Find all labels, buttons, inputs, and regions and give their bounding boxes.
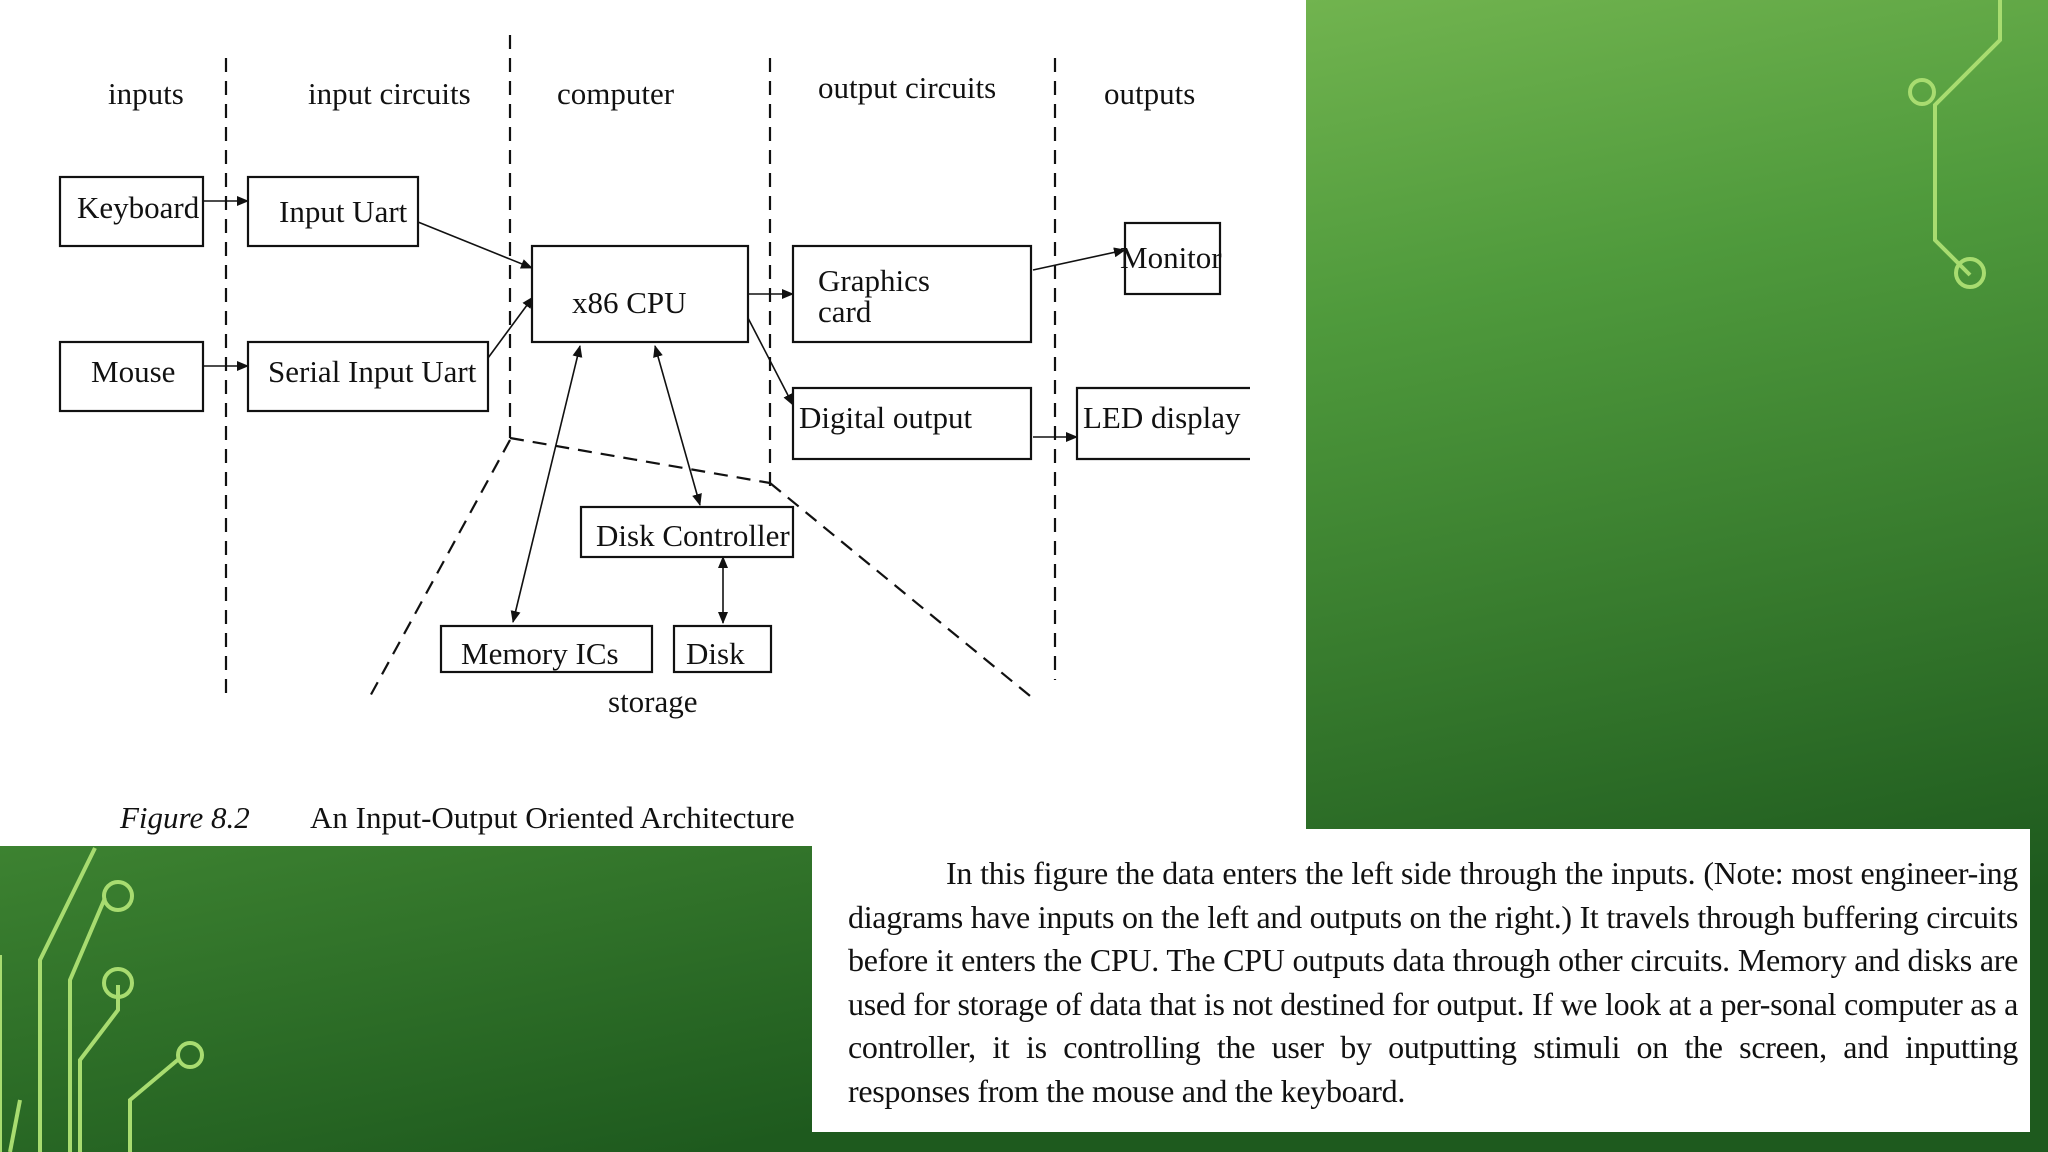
body-paragraph: In this figure the data enters the left … <box>848 855 2018 1109</box>
circuit-decoration-bottom-left <box>0 847 204 1152</box>
node-serial-input-uart-label: Serial Input Uart <box>268 354 477 389</box>
node-digital-output: Digital output <box>791 386 1033 461</box>
node-memory-ics: Memory ICs <box>439 624 654 674</box>
node-graphics-card-label-1: Graphics <box>818 263 930 298</box>
node-graphics-card-label-2: card <box>818 294 872 329</box>
circuit-decoration-top-right <box>1908 0 2002 289</box>
header-computer: computer <box>557 76 675 111</box>
edge-cpu-memory <box>510 345 583 623</box>
node-monitor: Monitor <box>1120 221 1222 296</box>
node-serial-input-uart: Serial Input Uart <box>246 340 490 413</box>
diagram-edges <box>203 196 1126 624</box>
column-separators <box>224 35 1057 700</box>
header-output-circuits: output circuits <box>818 70 996 105</box>
storage-region <box>367 436 1036 701</box>
node-cpu-label: x86 CPU <box>572 285 687 320</box>
node-disk-label: Disk <box>686 636 745 671</box>
figure-caption: Figure 8.2 An Input-Output Oriented Archi… <box>120 800 795 836</box>
node-mouse: Mouse <box>58 340 205 413</box>
node-cpu: x86 CPU <box>530 244 750 344</box>
figure-number: Figure 8.2 <box>120 800 250 835</box>
architecture-diagram: inputs input circuits computer output ci… <box>58 35 1250 719</box>
node-keyboard-label: Keyboard <box>77 190 200 225</box>
node-led-display-label: LED display <box>1083 400 1241 435</box>
header-input-circuits: input circuits <box>308 76 471 111</box>
node-input-uart: Input Uart <box>246 175 420 248</box>
figure-title: An Input-Output Oriented Architecture <box>310 800 795 835</box>
node-memory-ics-label: Memory ICs <box>461 636 619 671</box>
edge-graphics-to-monitor <box>1032 247 1126 271</box>
edge-serial-uart-to-cpu <box>487 296 534 359</box>
edge-input-uart-to-cpu <box>417 221 533 269</box>
text-panel <box>812 829 2030 1132</box>
header-outputs: outputs <box>1104 76 1195 111</box>
node-led-display: LED display <box>1075 386 1250 461</box>
storage-label: storage <box>608 684 698 719</box>
edge-cpu-disk-controller <box>653 345 702 506</box>
node-disk-controller-label: Disk Controller <box>596 518 790 553</box>
node-graphics-card: Graphics card <box>791 244 1033 344</box>
node-keyboard: Keyboard <box>58 175 205 248</box>
header-inputs: inputs <box>108 76 184 111</box>
node-disk-controller: Disk Controller <box>579 505 795 559</box>
node-mouse-label: Mouse <box>91 354 175 389</box>
node-digital-output-label: Digital output <box>799 400 972 435</box>
node-input-uart-label: Input Uart <box>279 194 408 229</box>
node-disk: Disk <box>672 624 773 674</box>
node-monitor-label: Monitor <box>1120 240 1222 275</box>
edge-cpu-to-digital-output <box>747 317 794 406</box>
